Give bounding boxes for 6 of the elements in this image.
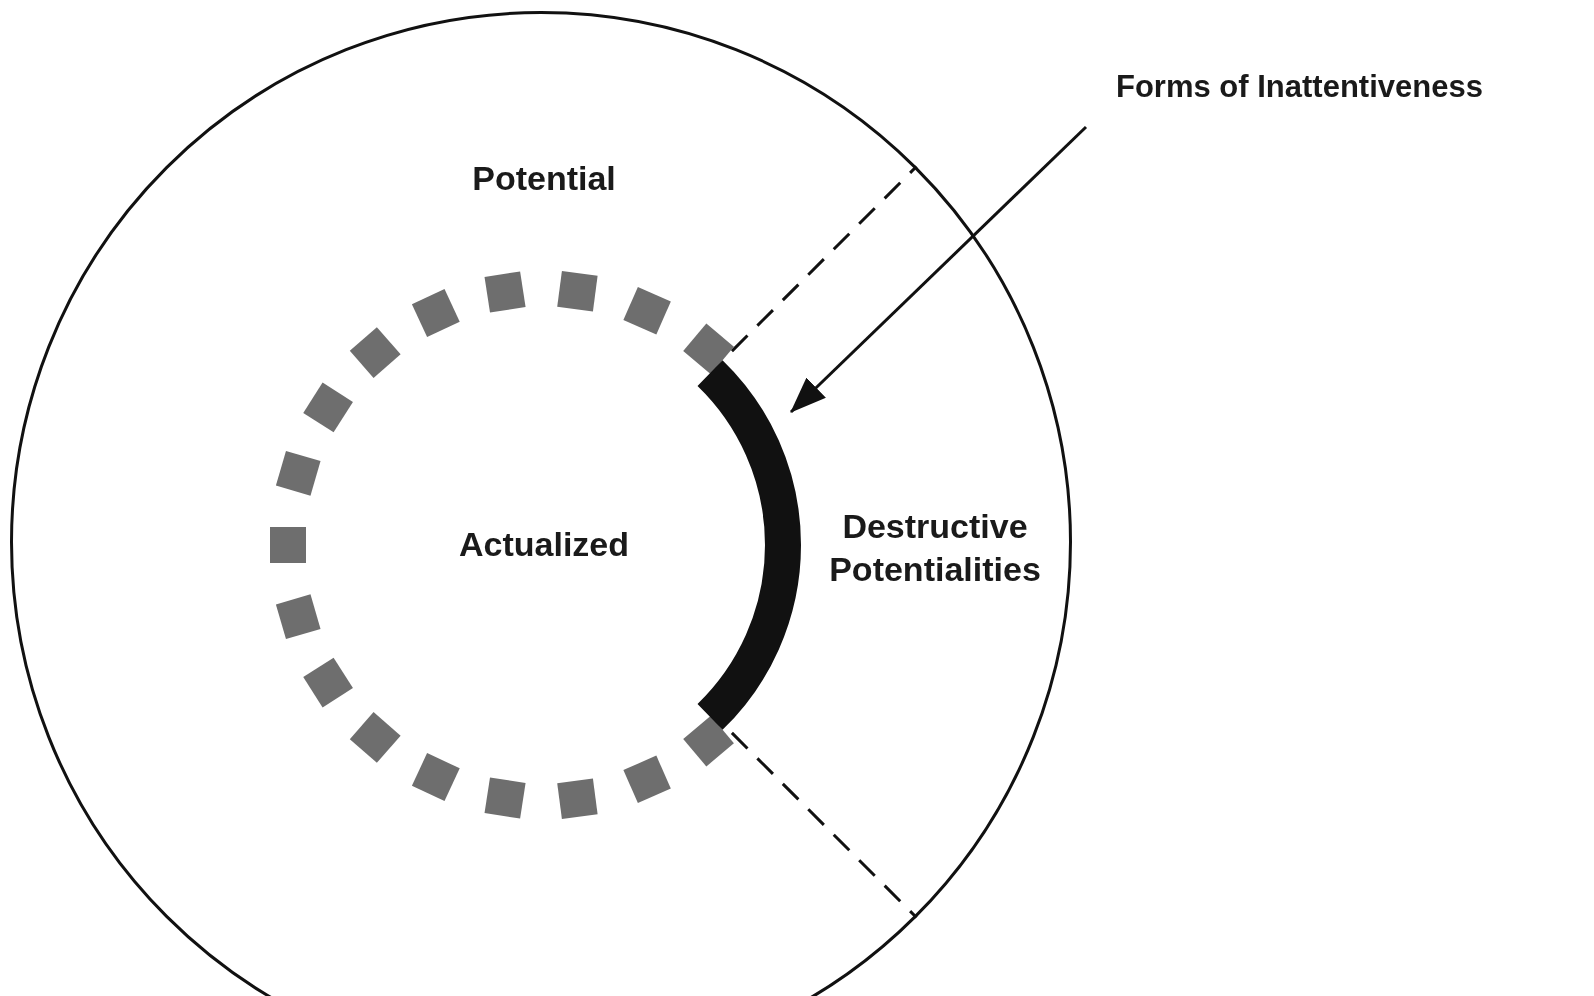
region-label: Potential xyxy=(471,158,617,199)
arrow xyxy=(789,125,1088,414)
region-label: Destructive Potentialities xyxy=(828,506,1042,590)
callout-text: Forms of Inattentiveness xyxy=(1116,68,1586,112)
region-label: Actualized xyxy=(457,524,630,565)
outer-circle xyxy=(10,11,1072,996)
